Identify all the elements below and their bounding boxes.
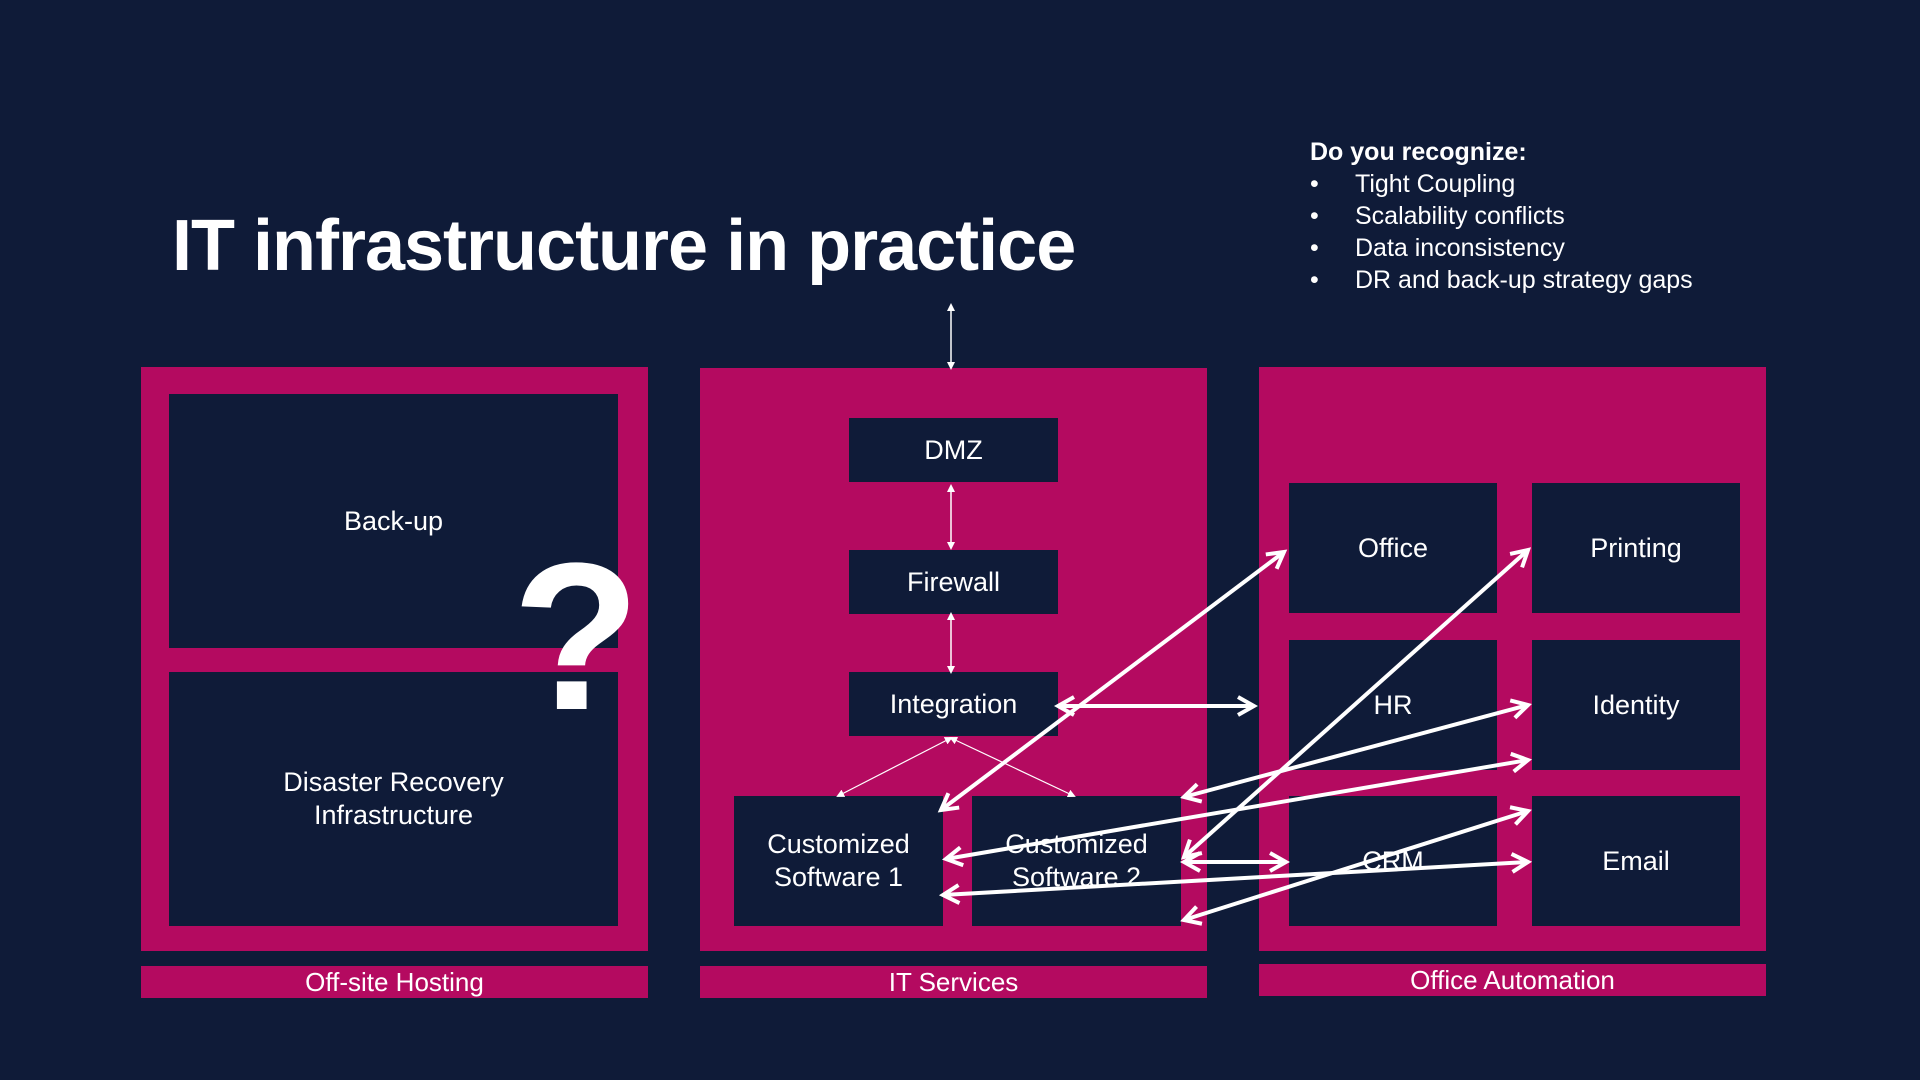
dr-label-line1: Disaster Recovery bbox=[283, 767, 504, 797]
printing-label: Printing bbox=[1590, 532, 1682, 563]
disaster-recovery-box: Disaster Recovery Infrastructure bbox=[169, 672, 618, 926]
backup-box: Back-up bbox=[169, 394, 618, 648]
hr-label: HR bbox=[1373, 689, 1413, 720]
page-title: IT infrastructure in practice bbox=[172, 206, 1076, 286]
crm-label: CRM bbox=[1362, 845, 1424, 876]
recognize-list: Do you recognize: Tight Coupling Scalabi… bbox=[1310, 136, 1693, 296]
email-box: Email bbox=[1532, 796, 1740, 926]
backup-label: Back-up bbox=[343, 505, 444, 536]
email-label: Email bbox=[1602, 845, 1670, 876]
it-services-label: IT Services bbox=[700, 966, 1207, 998]
recognize-item: Tight Coupling bbox=[1310, 168, 1693, 200]
integration-box: Integration bbox=[849, 672, 1058, 736]
firewall-label: Firewall bbox=[906, 566, 1000, 597]
recognize-item: DR and back-up strategy gaps bbox=[1310, 264, 1693, 296]
dr-label-line2: Infrastructure bbox=[313, 800, 474, 830]
office-automation-label: Office Automation bbox=[1259, 964, 1766, 996]
offsite-hosting-label: Off-site Hosting bbox=[141, 966, 648, 998]
office-label: Office bbox=[1357, 532, 1429, 563]
cs1-label-line2: Software 1 bbox=[773, 862, 904, 892]
dmz-label: DMZ bbox=[924, 434, 983, 465]
cs2-label-line2: Software 2 bbox=[1011, 862, 1142, 892]
identity-label: Identity bbox=[1592, 689, 1680, 720]
dmz-box: DMZ bbox=[849, 418, 1058, 482]
crm-box: CRM bbox=[1289, 796, 1497, 926]
hr-box: HR bbox=[1289, 640, 1497, 770]
recognize-heading: Do you recognize: bbox=[1310, 138, 1527, 166]
recognize-item: Scalability conflicts bbox=[1310, 200, 1693, 232]
question-mark-icon: ? bbox=[512, 519, 641, 754]
customized-software-2-box: Customized Software 2 bbox=[972, 796, 1181, 926]
cs2-label-line1: Customized bbox=[1005, 829, 1148, 859]
customized-software-1-box: Customized Software 1 bbox=[734, 796, 943, 926]
firewall-box: Firewall bbox=[849, 550, 1058, 614]
printing-box: Printing bbox=[1532, 483, 1740, 613]
recognize-item: Data inconsistency bbox=[1310, 232, 1693, 264]
cs1-label-line1: Customized bbox=[767, 829, 910, 859]
integration-label: Integration bbox=[889, 688, 1018, 719]
office-box: Office bbox=[1289, 483, 1497, 613]
identity-box: Identity bbox=[1532, 640, 1740, 770]
